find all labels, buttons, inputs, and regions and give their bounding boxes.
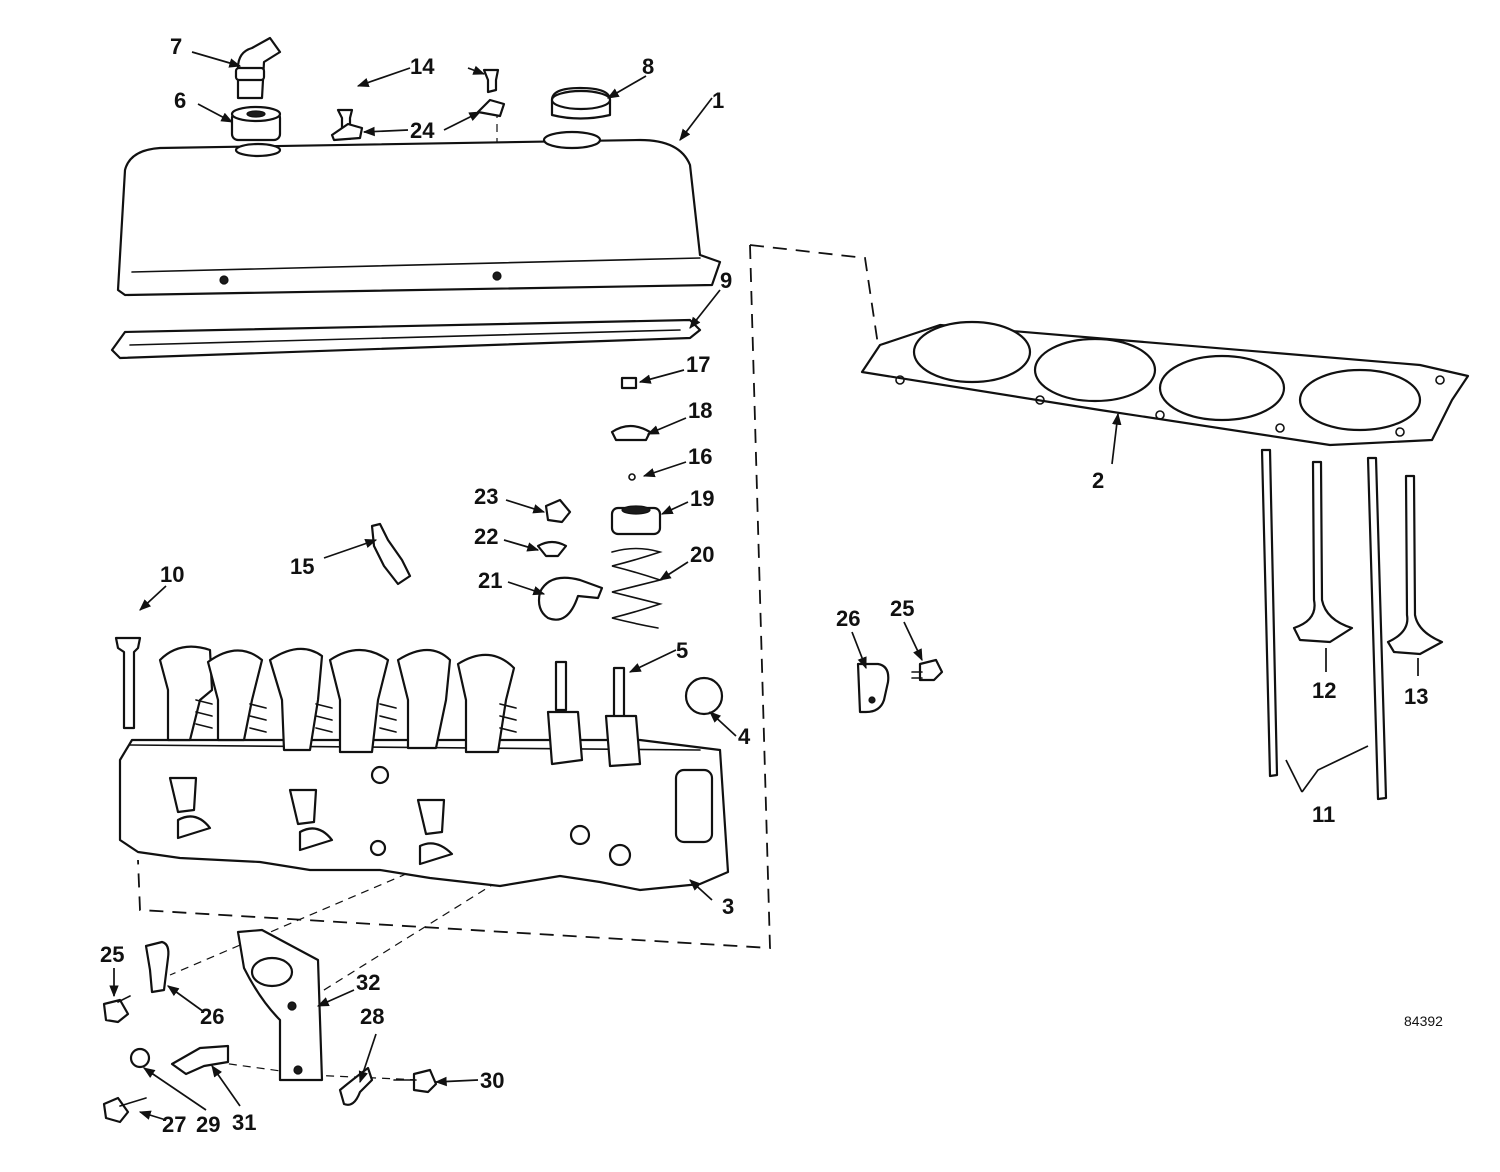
callout-11: 11 [1312,802,1335,827]
valve-cover [116,130,722,297]
screw-right [911,658,944,682]
callout-1: 1 [712,88,724,113]
valve-cover-gasket [110,318,702,360]
callout-16: 16 [688,444,712,469]
clamp-lower-left [144,940,170,994]
plug [684,676,724,716]
intake-valve [1292,460,1354,644]
callout-5: 5 [676,638,688,663]
callout-10: 10 [160,562,184,587]
exhaust-valve [1386,474,1444,656]
callout-12: 12 [1312,678,1336,703]
callout-4: 4 [738,724,751,749]
pcv-elbow [234,36,282,100]
valve-cap [610,424,652,442]
valve-spring [611,547,663,629]
callout-9: 9 [720,268,732,293]
callout-20: 20 [690,542,714,567]
callout-26-lower-left: 26 [200,1004,224,1029]
callout-25-right: 25 [890,596,914,621]
bolt-right [393,1068,438,1094]
callout-30: 30 [480,1068,504,1093]
push-rods [1260,448,1388,801]
callout-2: 2 [1092,468,1104,493]
callout-32: 32 [356,970,380,995]
o-ring [628,473,636,481]
figure-number: 84392 [1404,1013,1443,1029]
screw-lower-left [102,995,131,1024]
callout-6: 6 [174,88,186,113]
callout-15: 15 [290,554,314,579]
callout-14: 14 [410,54,435,79]
head-gasket [860,320,1470,447]
callout-29: 29 [196,1112,220,1137]
screws [336,68,500,136]
callout-27: 27 [162,1112,186,1137]
callout-19: 19 [690,486,714,511]
callout-8: 8 [642,54,654,79]
callout-24: 24 [410,118,435,143]
callout-31: 31 [232,1110,256,1135]
valve-lock [620,376,638,390]
callout-3: 3 [722,894,734,919]
callout-23: 23 [474,484,498,509]
leader-lines [109,51,1419,1121]
clamp-right [856,662,890,714]
rocker-nut [544,498,572,524]
strap [170,1044,230,1076]
callout-28: 28 [360,1004,384,1029]
bolt-lower-left [102,1096,147,1124]
clips [330,98,506,142]
callout-22: 22 [474,524,498,549]
callout-labels: 1 2 3 4 5 6 7 8 9 10 11 12 13 14 15 16 1… [100,34,1443,1137]
clamp-small [338,1066,374,1106]
callout-13: 13 [1404,684,1428,709]
rocker-arm [537,576,604,621]
callout-21: 21 [478,568,502,593]
rocker-ball [536,540,568,558]
cylinder-head [118,645,730,892]
bracket [236,928,324,1082]
callout-26-right: 26 [836,606,860,631]
washer [129,1047,151,1069]
callout-7: 7 [170,34,182,59]
oil-shield [610,505,662,536]
callout-18: 18 [688,398,712,423]
head-bolt [114,636,142,730]
grommet [230,105,282,142]
oil-filler-cap [550,86,612,120]
callout-25-lower-left: 25 [100,942,124,967]
temperature-switch [370,522,412,586]
callout-17: 17 [686,352,710,377]
